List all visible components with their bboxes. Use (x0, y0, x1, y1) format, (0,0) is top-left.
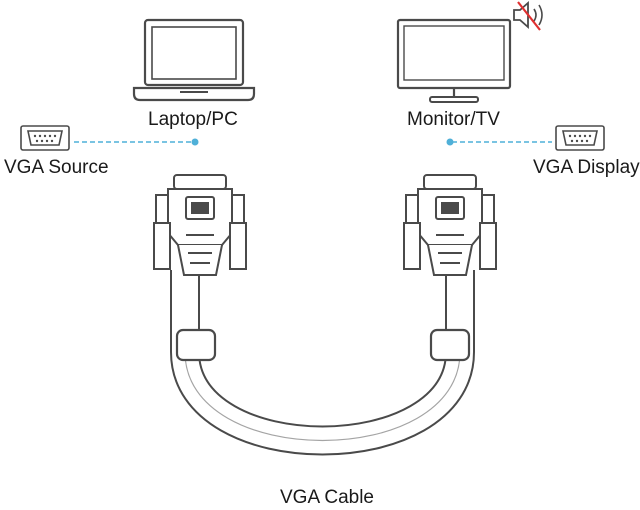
vga-source-label: VGA Source (4, 157, 109, 178)
right-vga-connector-icon (403, 174, 497, 276)
laptop-icon (132, 18, 256, 102)
source-link-line (74, 138, 199, 146)
vga-source-port-icon (20, 125, 70, 151)
laptop-label: Laptop/PC (148, 109, 238, 130)
display-link-line (446, 138, 552, 146)
left-vga-connector-icon (153, 174, 247, 276)
vga-display-port-icon (555, 125, 605, 151)
vga-cable-label: VGA Cable (280, 487, 374, 508)
vga-display-label: VGA Display (533, 157, 640, 178)
vga-cable (170, 270, 475, 456)
monitor-label: Monitor/TV (407, 109, 500, 130)
speaker-muted-icon (513, 1, 543, 31)
monitor-icon (396, 18, 512, 103)
